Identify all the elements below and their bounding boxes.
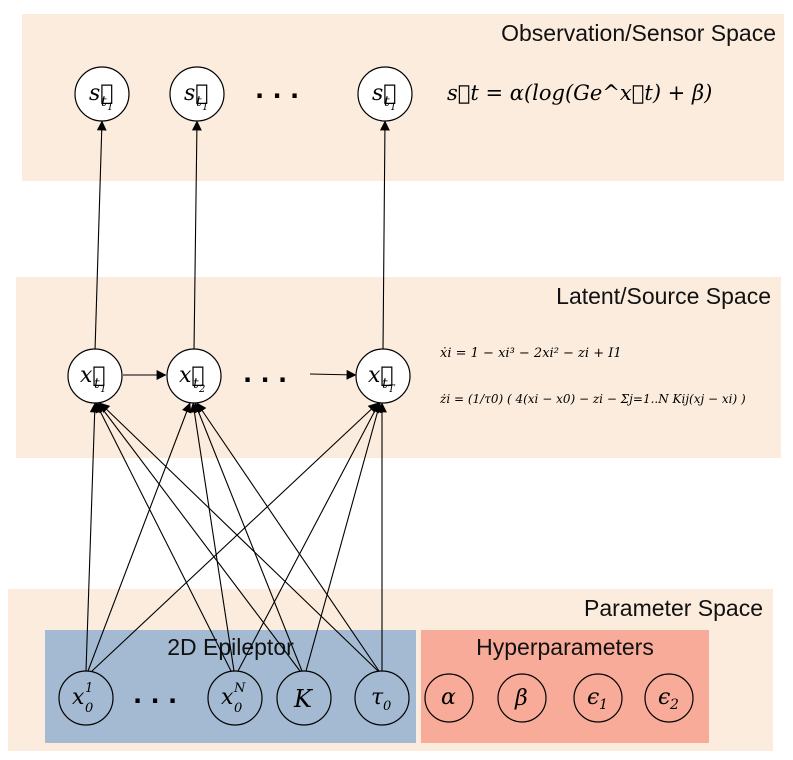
svg-text:2: 2 bbox=[198, 384, 205, 395]
svg-text:s⃗: s⃗ bbox=[89, 81, 114, 106]
transition-edges bbox=[123, 369, 357, 380]
edge-latent2-to-obs2 bbox=[191, 120, 202, 352]
latent-node: x⃗ t 2 bbox=[166, 348, 222, 404]
svg-text:N: N bbox=[233, 681, 246, 696]
svg-text:0: 0 bbox=[234, 701, 242, 716]
hyperparameters-group: Hyperparameters bbox=[421, 630, 709, 743]
svg-text:t: t bbox=[193, 376, 199, 392]
latent-node: x⃗ t 1 bbox=[67, 348, 123, 404]
observation-node: s⃗ t 1 bbox=[74, 66, 130, 122]
edge-tau0-to-latent1 bbox=[99, 402, 379, 672]
parameter-edges bbox=[85, 402, 387, 672]
hyper-node-beta: β bbox=[497, 673, 547, 723]
svg-text:1: 1 bbox=[107, 102, 113, 113]
latent-space-band: Latent/Source Space bbox=[16, 277, 781, 458]
svg-text:β: β bbox=[514, 686, 528, 711]
svg-text:1: 1 bbox=[599, 697, 608, 713]
svg-text:t: t bbox=[94, 376, 100, 392]
svg-text:2: 2 bbox=[669, 697, 679, 713]
svg-text:1: 1 bbox=[390, 102, 396, 113]
svg-text:1: 1 bbox=[202, 102, 208, 113]
svg-text:ϵ: ϵ bbox=[587, 685, 599, 710]
svg-text:s⃗: s⃗ bbox=[184, 81, 209, 106]
latent-ellipsis: · · · bbox=[243, 366, 287, 394]
svg-text:t: t bbox=[384, 94, 390, 110]
svg-text:1: 1 bbox=[100, 384, 106, 395]
edge-ellipsis-to-latent3 bbox=[309, 369, 357, 380]
svg-text:t: t bbox=[101, 94, 107, 110]
edge-tau0-to-latent2 bbox=[196, 402, 380, 672]
hyper-node-epsilon1: ϵ 1 bbox=[573, 673, 623, 723]
latent-node: x⃗ t T bbox=[355, 348, 411, 404]
edge-K-to-latent1 bbox=[97, 402, 301, 672]
edge-x0N-to-latent2 bbox=[189, 402, 235, 672]
edge-x0N-to-latent3 bbox=[237, 402, 380, 672]
param-node-tau0: τ 0 bbox=[354, 670, 410, 726]
svg-text:1: 1 bbox=[85, 681, 93, 696]
observation-node: s⃗ t 1 bbox=[357, 66, 413, 122]
latent-equation-z: żi = (1/τ0) ( 4(xi − x0) − zi − Σj=1..N … bbox=[439, 392, 746, 406]
edge-x01-to-latent3 bbox=[91, 402, 379, 672]
param-node-x0-N: x 0 N bbox=[207, 670, 263, 726]
observation-equation: s⃗t = α(log(Ge^x⃗t) + β) bbox=[447, 81, 712, 105]
svg-text:x: x bbox=[72, 685, 85, 710]
svg-text:τ: τ bbox=[371, 685, 384, 710]
edge-x01-to-latent1 bbox=[85, 402, 100, 672]
svg-text:0: 0 bbox=[85, 701, 93, 716]
svg-text:x: x bbox=[221, 685, 234, 710]
svg-text:α: α bbox=[441, 685, 456, 710]
svg-text:0: 0 bbox=[383, 699, 391, 714]
observation-ellipsis: · · · bbox=[255, 82, 299, 110]
hyperparameters-group-title: Hyperparameters bbox=[476, 634, 654, 660]
emission-edges bbox=[94, 120, 390, 352]
svg-text:x⃗: x⃗ bbox=[179, 363, 205, 388]
edge-x01-to-latent2 bbox=[87, 402, 192, 672]
latent-equation-x: ẋi = 1 − xi³ − 2xi² − zi + I1 bbox=[440, 346, 622, 361]
parameter-space-title: Parameter Space bbox=[584, 595, 763, 621]
edge-x0N-to-latent1 bbox=[95, 402, 232, 672]
hyper-node-alpha: α bbox=[424, 673, 474, 723]
svg-text:x⃗: x⃗ bbox=[80, 363, 106, 388]
edge-latent1-to-obs1 bbox=[94, 120, 107, 352]
param-node-x0-1: x 0 1 bbox=[58, 670, 114, 726]
latent-space-title: Latent/Source Space bbox=[556, 283, 771, 309]
param-ellipsis: · · · bbox=[133, 687, 177, 715]
svg-text:s⃗: s⃗ bbox=[372, 81, 397, 106]
param-node-K: K bbox=[276, 670, 332, 726]
svg-text:T: T bbox=[388, 384, 396, 395]
svg-text:K: K bbox=[293, 685, 314, 713]
edge-K-to-latent3 bbox=[305, 402, 383, 672]
observation-space-title: Observation/Sensor Space bbox=[501, 20, 776, 46]
svg-text:t: t bbox=[196, 94, 202, 110]
edge-latent3-to-obs3 bbox=[379, 120, 390, 352]
edge-K-to-latent2 bbox=[193, 402, 303, 672]
svg-text:t: t bbox=[382, 376, 388, 392]
hyper-node-epsilon2: ϵ 2 bbox=[644, 673, 694, 723]
svg-text:ϵ: ϵ bbox=[658, 685, 670, 710]
observation-node: s⃗ t 1 bbox=[169, 66, 225, 122]
observation-space-band: Observation/Sensor Space bbox=[22, 14, 784, 181]
svg-text:x⃗: x⃗ bbox=[368, 363, 394, 388]
